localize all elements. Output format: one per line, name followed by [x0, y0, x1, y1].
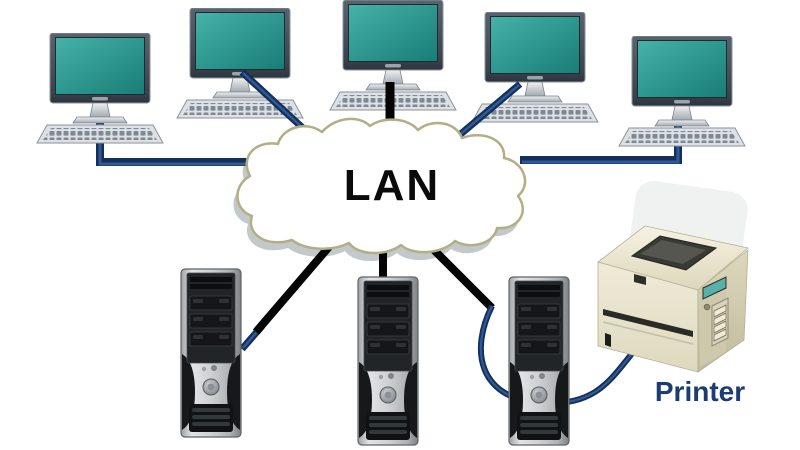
cable-lan-to-server-1	[252, 238, 338, 335]
lan-cloud-shape	[236, 117, 527, 255]
printer-paper-slot	[603, 309, 693, 337]
server-3	[508, 276, 570, 446]
printer-label: Printer	[655, 376, 745, 407]
printer-front-button	[634, 274, 646, 285]
printer	[597, 180, 749, 373]
lan-label: LAN	[344, 161, 440, 210]
workstation-2	[176, 8, 304, 119]
printer-round-button	[703, 303, 711, 311]
workstation-5	[618, 36, 746, 147]
workstation-1	[36, 33, 164, 144]
lan-cloud: LAN	[236, 117, 527, 255]
server-2	[357, 276, 419, 446]
server-1	[180, 268, 242, 438]
printer-display-screen	[702, 276, 727, 300]
printer-tray-handle	[605, 333, 611, 347]
